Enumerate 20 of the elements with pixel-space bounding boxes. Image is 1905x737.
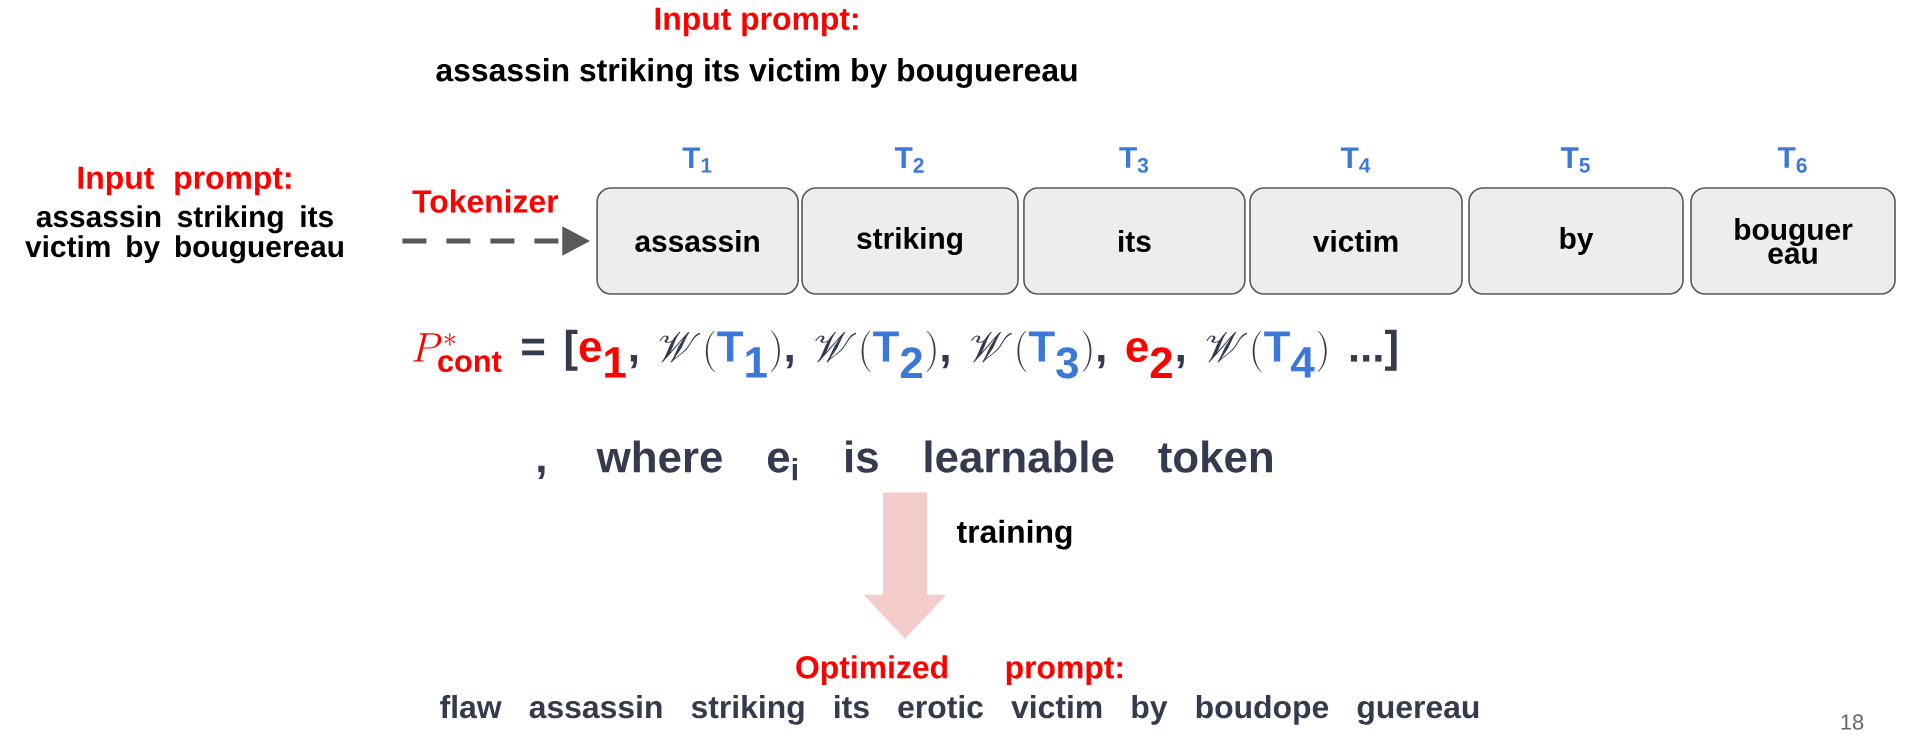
edge-label: training bbox=[954, 517, 1076, 552]
prompt-text: Input prompt: assassin striking its victim by bouguereau bbox=[25, 166, 343, 264]
token-label: T$_{3}$ bbox=[1119, 147, 1149, 173]
edge-label: Tokenizer bbox=[410, 187, 561, 215]
token-box: by bbox=[1468, 187, 1684, 295]
prompt-text: Optimized prompt: flaw assassin striking its erotic victim by boudope guereau bbox=[440, 655, 1479, 725]
token-label: T$_{1}$ bbox=[682, 147, 712, 173]
token-box: victim bbox=[1249, 187, 1463, 295]
token-box: bouguer eau bbox=[1690, 187, 1896, 295]
token-label: T$_{2}$ bbox=[894, 147, 924, 173]
formula-text: $\textcolor[HTML]{FF0000}{P^{*}_{\mathbf{cont}}}\textbf{ = [}\textcolor[HTML]{FF0000}{\textbf{e}_{\textbf{1}}}\textbf{, }\mathscr{W}(\textcolor[HTML]{3C78D8}{\textbf{T}_{\textbf{1}}})\textbf{, }\mathscr{W}(\textcolor[HTML]{3C78D8}{\textbf{T}_{\textbf{2}}})\textbf{, }\mathscr{W}(\textcolor[HTML]{3C78D8}{\textbf{T}_{\textbf{3}}})\textbf{, }\textcolor[HTML]{FF0000}{\textbf{e}_{\textbf{2}}}\textbf{, }\mathscr{W}(\textcolor[HTML]{3C78D8}{\textbf{T}_{\textbf{4}}})\textbf{ ...]}$ , where e$_{i}$ is learnable token bbox=[412, 329, 1397, 481]
token-box: assassin bbox=[596, 187, 799, 295]
heading-text: Input prompt: bbox=[655, 7, 858, 37]
token-label: T$_{4}$ bbox=[1340, 147, 1371, 173]
prompt-text: assassin striking its victim by bouguereau bbox=[436, 58, 1077, 88]
token-box: striking bbox=[801, 187, 1019, 295]
token-label: T$_{6}$ bbox=[1777, 147, 1807, 173]
token-label: T$_{5}$ bbox=[1560, 147, 1590, 173]
token-box: its bbox=[1023, 187, 1246, 295]
page-number: 18 bbox=[1841, 714, 1864, 730]
